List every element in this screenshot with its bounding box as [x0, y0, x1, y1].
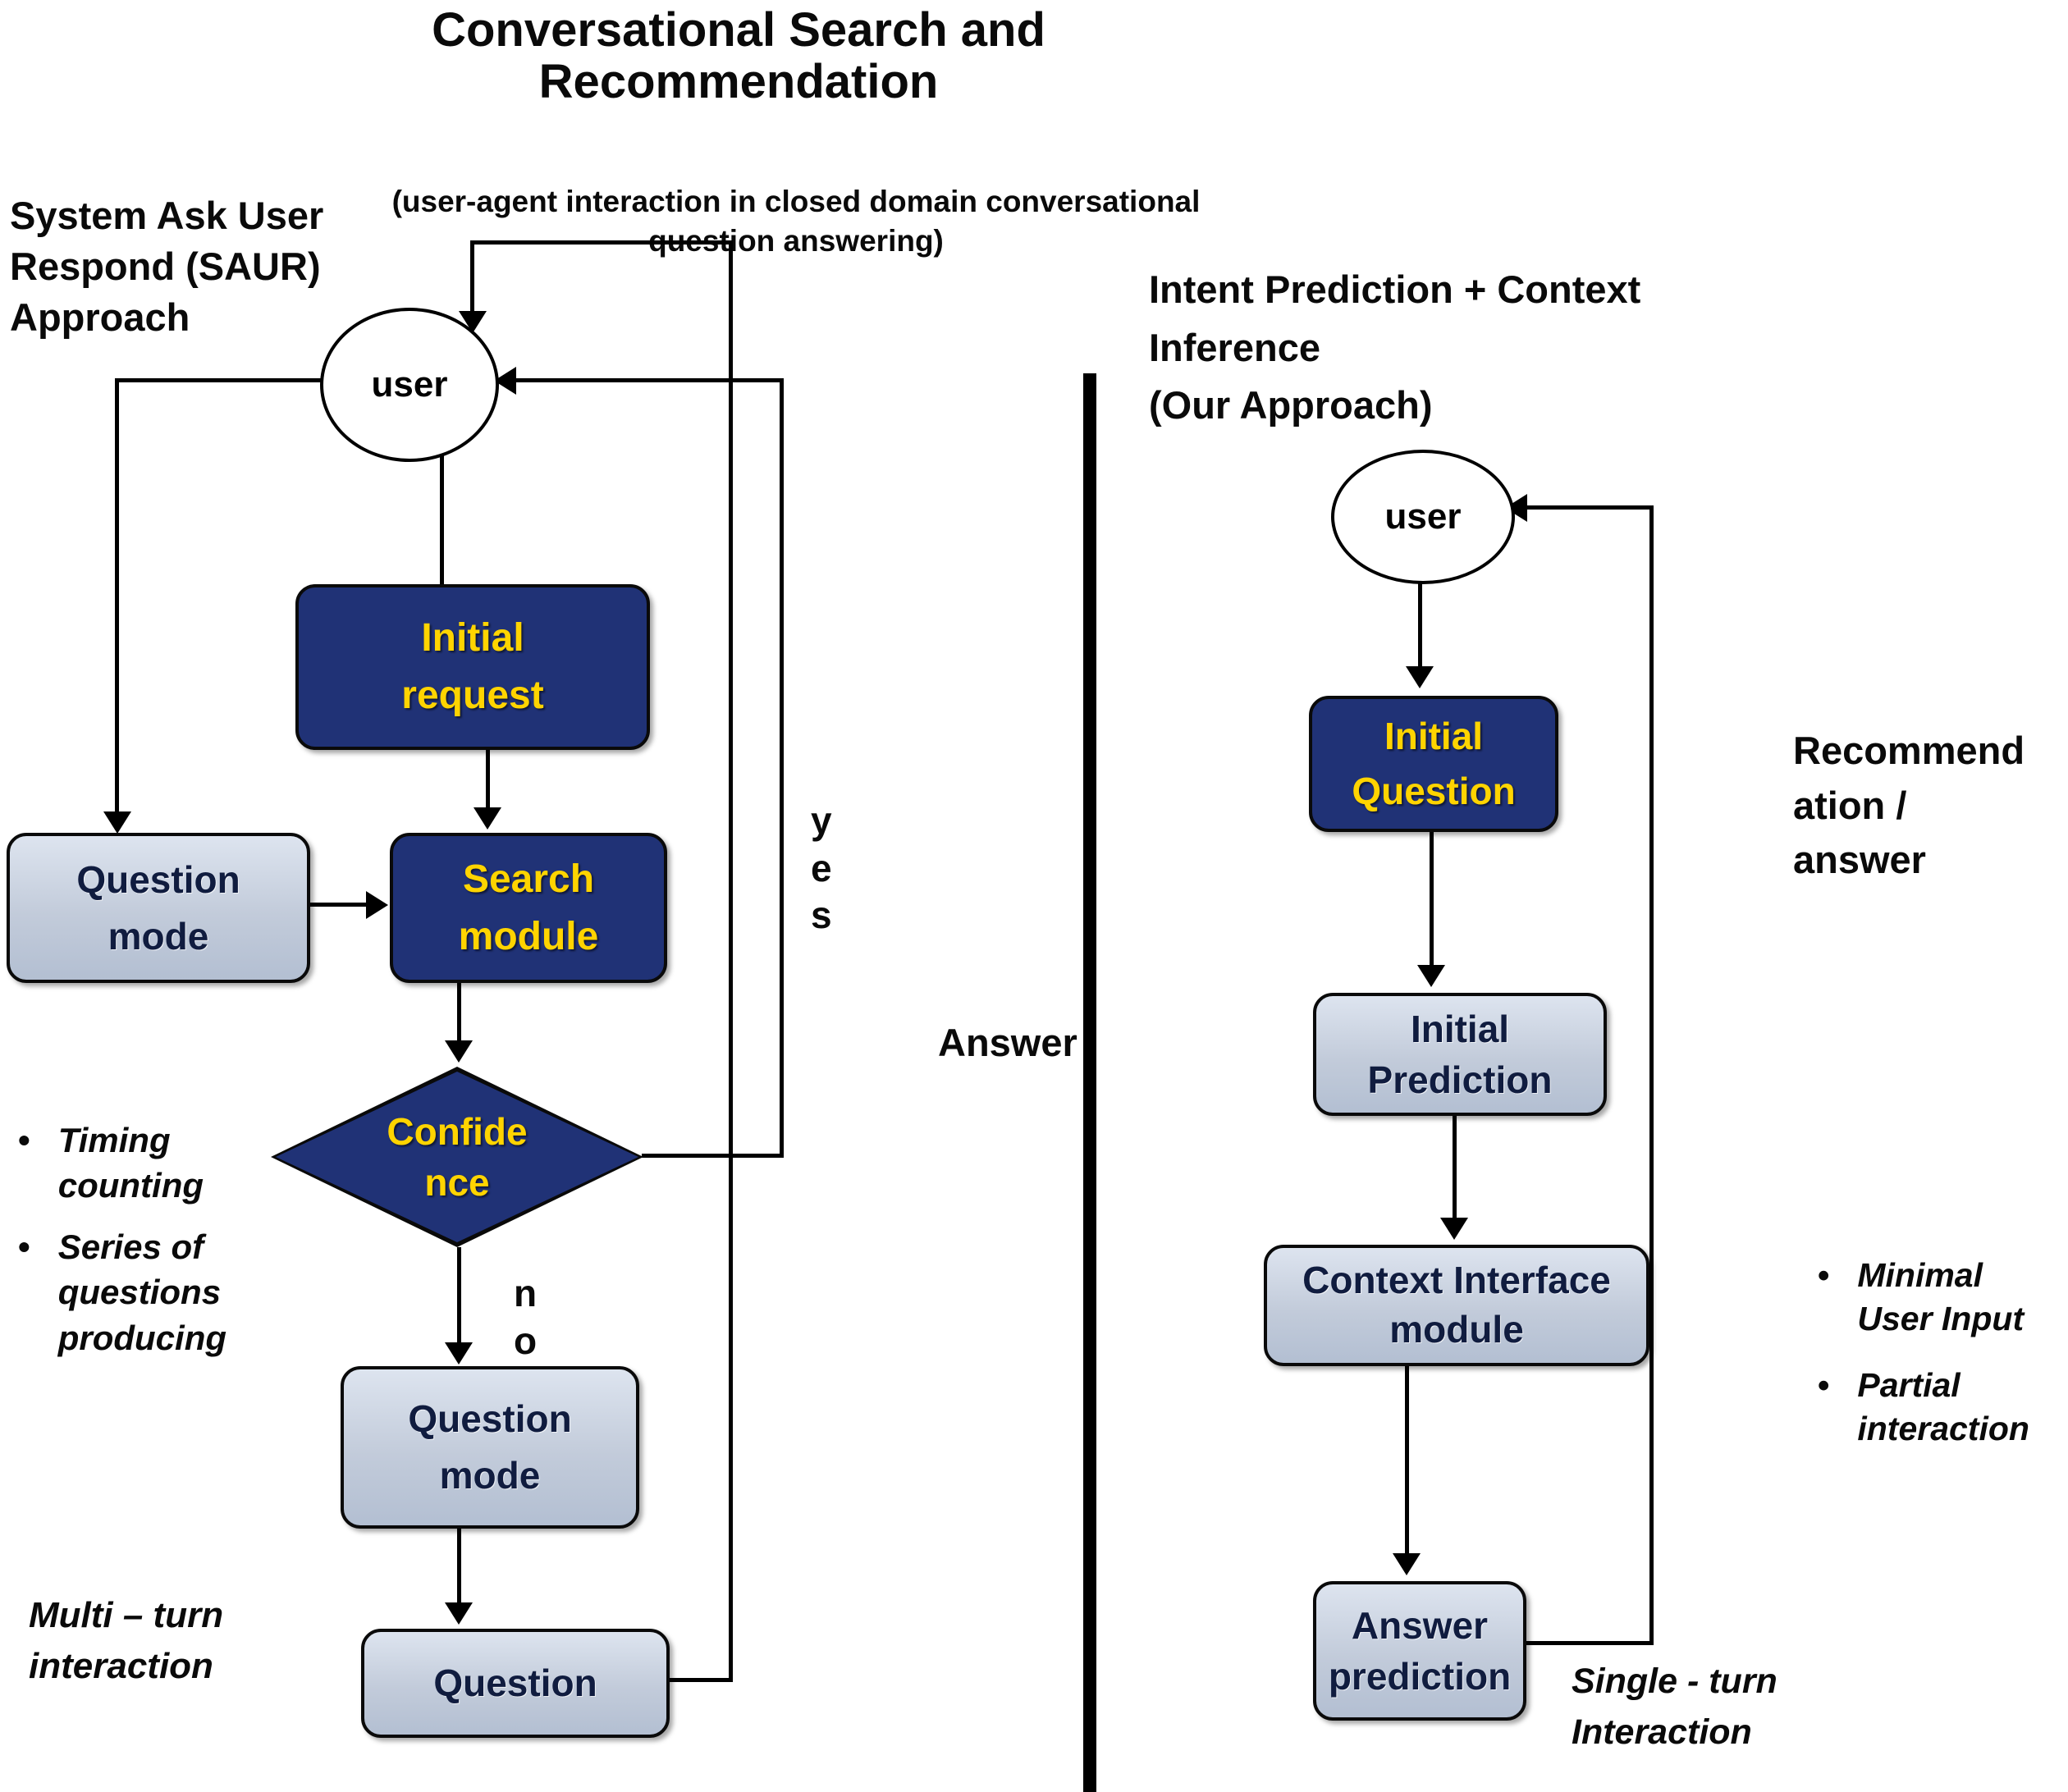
connector-initialquestion-to-initialprediction	[1430, 825, 1434, 967]
node-question-mode-bottom-label: Question mode	[408, 1397, 572, 1497]
connector-user-to-questionmode-h	[115, 378, 323, 382]
node-initial-question-label: Initial Question	[1352, 715, 1516, 812]
connector-user-to-questionmode-v	[115, 378, 119, 814]
connector-contextinterface-to-answerprediction	[1405, 1360, 1409, 1555]
connector-question-loop-top	[470, 240, 733, 245]
panel-divider	[1083, 373, 1096, 1792]
node-search-module-label: Search module	[458, 857, 599, 958]
node-question-mode-bottom: Question mode	[341, 1366, 639, 1529]
node-question: Question	[361, 1629, 670, 1738]
right-bullet-minimal-text: Minimal User Input	[1857, 1256, 2025, 1338]
connector-yes-bottom	[642, 1154, 783, 1158]
node-user-left: user	[320, 308, 499, 462]
bullet-dot-icon	[1818, 1364, 1829, 1451]
connector-user-to-initialrequest	[440, 450, 444, 584]
arrowhead-into-initialprediction-icon	[1417, 965, 1445, 987]
connector-initialrequest-to-searchmodule	[486, 743, 490, 809]
connector-confidence-to-questionmode2	[457, 1247, 461, 1344]
arrowhead-into-contextinterface-icon	[1440, 1218, 1468, 1240]
right-bullet-partial: Partial interaction	[1818, 1364, 2064, 1451]
node-initial-question: Initial Question	[1309, 696, 1558, 832]
connector-questionmode2-to-question	[457, 1522, 461, 1604]
node-confidence-decision: Confide nce	[271, 1067, 643, 1247]
node-user-left-label: user	[371, 364, 448, 405]
left-bullet-timing-text: Timing counting	[57, 1121, 204, 1205]
right-bullet-partial-text: Partial interaction	[1857, 1366, 2029, 1448]
node-initial-request-label: Initial request	[401, 616, 544, 717]
node-search-module: Search module	[390, 833, 667, 983]
connector-yes-vertical	[780, 378, 784, 1158]
arrowhead-into-answerprediction-icon	[1393, 1553, 1421, 1575]
left-approach-heading: System Ask User Respond (SAUR) Approach	[10, 194, 324, 340]
node-answer-prediction-label: Answer prediction	[1328, 1603, 1512, 1698]
connector-question-loop-bottom	[661, 1678, 732, 1682]
left-bullet-series-text: Series of questions producing	[57, 1227, 227, 1357]
bullet-dot-icon	[18, 1224, 30, 1360]
node-initial-request: Initial request	[295, 584, 650, 750]
diagram-subtitle: (user-agent interaction in closed domain…	[391, 185, 1201, 258]
arrowhead-into-confidence-icon	[445, 1040, 473, 1063]
edge-label-no: n o	[514, 1272, 538, 1362]
left-bullet-timing: Timing counting	[18, 1118, 289, 1209]
edge-label-yes: y e s	[811, 799, 832, 936]
connector-answer-loop-bottom	[1521, 1641, 1653, 1645]
node-answer-prediction: Answer prediction	[1313, 1581, 1526, 1721]
arrowhead-into-question-icon	[445, 1602, 473, 1625]
node-context-interface-module-label: Context Interface module	[1302, 1259, 1611, 1351]
connector-initialprediction-to-contextinterface	[1453, 1109, 1457, 1219]
diagram-title: Conversational Search and Recommendation	[432, 3, 1045, 108]
bullet-dot-icon	[1818, 1254, 1829, 1342]
right-bullet-minimal: Minimal User Input	[1818, 1254, 2064, 1342]
node-context-interface-module: Context Interface module	[1264, 1245, 1649, 1366]
right-footer-note: Single - turn Interaction	[1572, 1662, 1777, 1753]
right-approach-heading: Intent Prediction + Context Inference (O…	[1149, 267, 1641, 427]
arrowhead-into-questionmode-top-icon	[103, 811, 131, 834]
connector-question-loop-into-user	[470, 240, 474, 313]
recommendation-answer-label: Recommend ation / answer	[1793, 729, 2025, 882]
left-bullet-series: Series of questions producing	[18, 1224, 289, 1360]
node-question-label: Question	[433, 1662, 597, 1704]
connector-answer-loop-vertical	[1649, 505, 1654, 1645]
connector-user2-to-initialquestion	[1418, 576, 1422, 668]
arrowhead-into-searchmodule-icon	[474, 807, 501, 830]
connector-answer-loop-top	[1526, 505, 1654, 510]
node-question-mode-top-label: Question mode	[76, 857, 240, 958]
left-footer-note: Multi – turn interaction	[29, 1595, 224, 1686]
node-initial-prediction: Initial Prediction	[1313, 993, 1607, 1116]
node-initial-prediction-label: Initial Prediction	[1367, 1007, 1553, 1101]
bullet-dot-icon	[18, 1118, 30, 1209]
answer-label: Answer	[938, 1021, 1077, 1064]
connector-question-loop-vertical	[729, 240, 733, 1682]
connector-yes-top	[515, 378, 784, 382]
node-question-mode-top: Question mode	[7, 833, 310, 983]
node-user-right-label: user	[1384, 496, 1462, 537]
arrowhead-into-searchmodule-left-icon	[366, 891, 388, 919]
arrowhead-into-questionmode2-icon	[445, 1342, 473, 1365]
connector-questionmode-to-searchmodule	[305, 903, 369, 907]
connector-searchmodule-to-confidence	[457, 976, 461, 1042]
node-confidence-label: Confide nce	[387, 1109, 528, 1204]
node-confidence-decision-fill: Confide nce	[276, 1072, 638, 1242]
arrowhead-into-initialquestion-icon	[1406, 666, 1434, 688]
node-user-right: user	[1331, 450, 1515, 584]
